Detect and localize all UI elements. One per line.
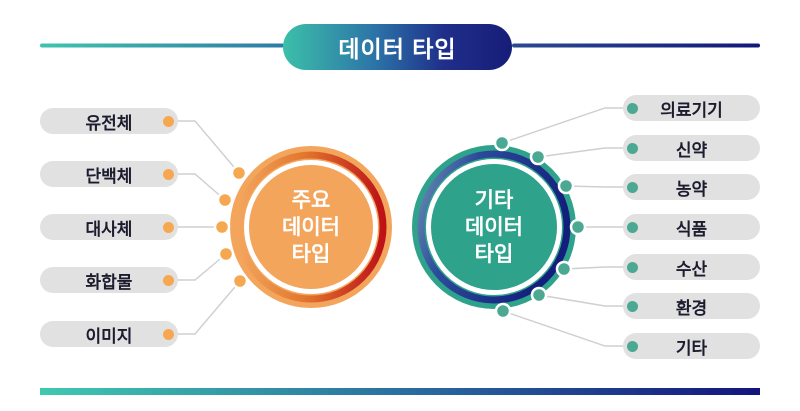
other-circle-label: 기타 데이터 타입 xyxy=(424,186,564,268)
other-circle-label-line: 타입 xyxy=(474,242,514,266)
main-circle-label: 주요 데이터 타입 xyxy=(241,186,381,268)
right-item-pill: 신약 xyxy=(623,135,760,161)
main-circle-label-line: 타입 xyxy=(291,242,331,266)
left-item-label: 단백체 xyxy=(85,166,133,186)
right-item-pill: 의료기기 xyxy=(623,95,760,121)
pill-dot xyxy=(627,340,638,352)
left-item-pill: 단백체 xyxy=(40,161,178,187)
right-item-pill: 수산 xyxy=(623,254,760,280)
left-item-pill: 화합물 xyxy=(40,267,178,293)
other-circle-label-line: 기타 xyxy=(474,188,514,212)
main-data-type-circle xyxy=(230,146,392,308)
header-rule-lines xyxy=(40,43,760,48)
right-item-label: 수산 xyxy=(675,259,708,279)
left-item-label: 유전체 xyxy=(85,113,133,133)
left-item-label: 이미지 xyxy=(85,326,133,346)
left-item-pill: 이미지 xyxy=(40,321,178,347)
pill-dot xyxy=(163,168,174,180)
right-item-label: 농약 xyxy=(675,179,708,199)
main-circle-label-line: 주요 xyxy=(291,188,331,212)
left-item-label: 대사체 xyxy=(85,219,133,239)
left-item-pill: 유전체 xyxy=(40,108,178,134)
left-item-pill: 대사체 xyxy=(40,214,178,240)
pill-dot xyxy=(627,221,638,233)
right-item-label: 환경 xyxy=(675,298,708,318)
bottom-gradient-bar xyxy=(40,388,760,395)
right-item-label: 기타 xyxy=(675,338,708,358)
right-item-label: 의료기기 xyxy=(660,100,723,120)
pill-dot xyxy=(627,300,638,312)
other-circle-edge-dots xyxy=(493,134,587,320)
main-circle-label-line: 데이터 xyxy=(282,215,340,239)
pill-dot xyxy=(627,181,638,193)
other-circle-label-line: 데이터 xyxy=(465,215,523,239)
pill-dot xyxy=(163,274,174,286)
right-item-label: 식품 xyxy=(675,219,708,239)
pill-dot xyxy=(627,142,638,154)
main-circle-edge-dots xyxy=(213,164,249,290)
pill-dot xyxy=(163,221,174,233)
pill-dot xyxy=(163,115,174,127)
page-title: 데이터 타입 xyxy=(338,36,457,62)
right-item-label: 신약 xyxy=(675,140,708,160)
right-item-pill: 기타 xyxy=(623,333,760,359)
right-item-pill: 환경 xyxy=(623,293,760,319)
left-item-label: 화합물 xyxy=(85,272,133,292)
other-data-type-circle xyxy=(412,145,576,309)
pill-dot xyxy=(627,102,638,114)
pill-dot xyxy=(163,328,174,340)
right-item-pill: 농약 xyxy=(623,174,760,200)
right-item-pill: 식품 xyxy=(623,214,760,240)
header-pill-shape xyxy=(283,24,512,70)
pill-dot xyxy=(627,261,638,273)
